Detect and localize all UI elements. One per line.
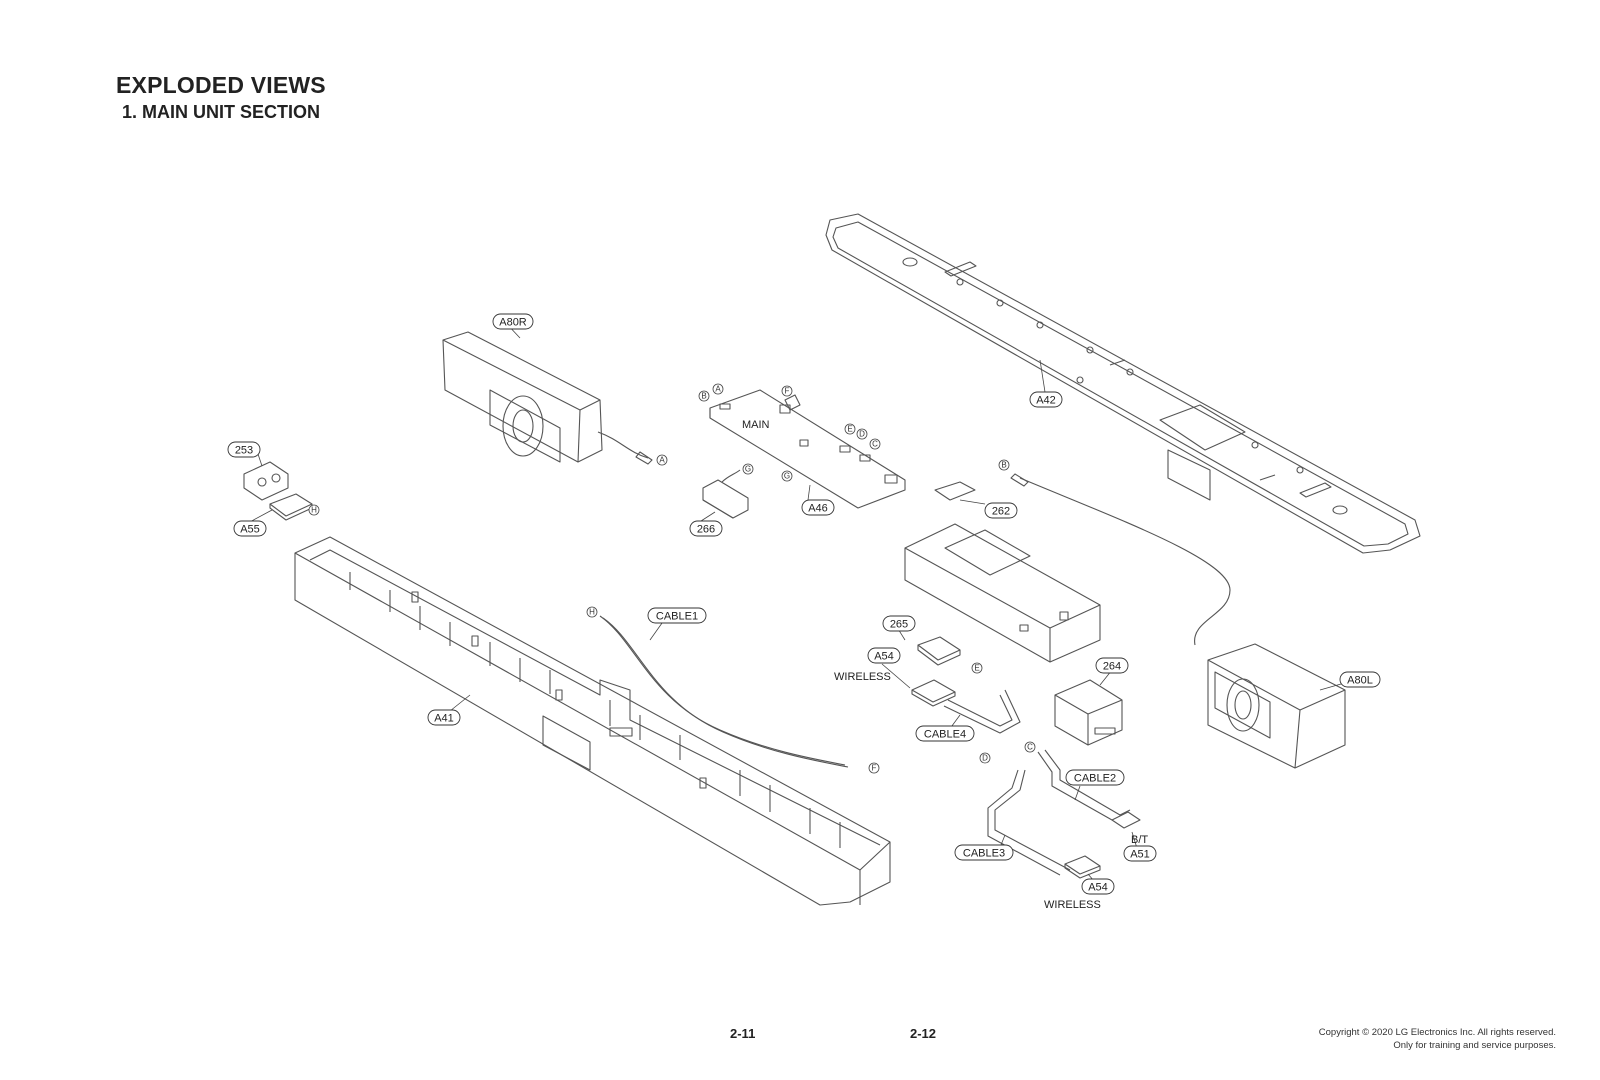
main-board-part	[709, 389, 906, 509]
page-number-right: 2-12	[910, 1026, 937, 1041]
svg-text:A51: A51	[1130, 849, 1150, 861]
connector-marker-g: G	[781, 470, 793, 482]
bt-label: B/T	[1131, 834, 1148, 846]
speaker-left-cable	[1010, 473, 1231, 646]
svg-text:CABLE4: CABLE4	[924, 729, 966, 741]
svg-text:CABLE3: CABLE3	[963, 848, 1005, 860]
part-tag-a41: A41	[427, 709, 461, 726]
wireless-label-lower: WIRELESS	[1044, 899, 1101, 911]
part-tag-a80r: A80R	[492, 313, 534, 330]
part-tag-a54-upper: A54	[867, 647, 901, 664]
svg-text:253: 253	[235, 445, 253, 457]
part-tag-a80l: A80L	[1339, 671, 1381, 688]
svg-text:A42: A42	[1036, 395, 1056, 407]
connector-marker-c: C	[1024, 741, 1036, 753]
board-a55	[269, 493, 313, 521]
svg-text:A41: A41	[434, 713, 454, 725]
bt-module-a51	[1111, 811, 1141, 829]
svg-text:G: G	[745, 465, 751, 474]
copyright-notice: Copyright © 2020 LG Electronics Inc. All…	[1319, 1026, 1556, 1052]
cable1-part	[599, 615, 849, 768]
connector-marker-g: G	[742, 463, 754, 475]
connector-marker-f: F	[868, 762, 880, 774]
connector-marker-a: A	[656, 454, 668, 466]
cable4-part	[943, 689, 1021, 734]
wireless-module-lower	[1064, 855, 1101, 879]
svg-text:265: 265	[890, 619, 908, 631]
section-subtitle: 1. MAIN UNIT SECTION	[122, 102, 321, 122]
svg-text:CABLE1: CABLE1	[656, 611, 698, 623]
svg-text:F: F	[785, 387, 790, 396]
svg-text:A55: A55	[240, 524, 260, 536]
svg-text:E: E	[847, 425, 852, 434]
wireless-label-upper: WIRELESS	[834, 671, 891, 683]
svg-text:A: A	[715, 385, 721, 394]
svg-text:C: C	[1027, 743, 1033, 752]
svg-text:A54: A54	[874, 651, 894, 663]
part-tag-a46: A46	[801, 499, 835, 516]
bracket-262	[904, 481, 1101, 663]
connector-marker-b: B	[698, 390, 710, 402]
connector-marker-a: A	[712, 383, 724, 395]
svg-text:262: 262	[992, 506, 1010, 518]
connector-marker-h: H	[308, 504, 320, 516]
part-tag-264: 264	[1095, 657, 1129, 674]
part-tag-cable2: CABLE2	[1065, 769, 1125, 786]
connector-marker-e: E	[971, 662, 983, 674]
cable2-part	[1037, 749, 1131, 821]
part-tag-a54-lower: A54	[1081, 878, 1115, 895]
part-253	[243, 461, 289, 501]
part-tag-a55: A55	[233, 520, 267, 537]
svg-text:C: C	[872, 440, 878, 449]
wireless-module-upper	[911, 679, 956, 707]
svg-text:A80L: A80L	[1347, 675, 1373, 687]
part-265	[917, 636, 961, 666]
connector-marker-h: H	[586, 606, 598, 618]
connector-marker-c: C	[869, 438, 881, 450]
usage-notice-line: Only for training and service purposes.	[1393, 1040, 1556, 1051]
connector-marker-e: E	[844, 423, 856, 435]
part-tag-a42: A42	[1029, 391, 1063, 408]
svg-text:A54: A54	[1088, 882, 1108, 894]
part-264	[1054, 679, 1123, 746]
svg-text:A: A	[659, 456, 665, 465]
left-speaker-part	[1207, 643, 1346, 769]
page-title: EXPLODED VIEWS	[116, 72, 326, 98]
part-266	[702, 469, 749, 519]
svg-text:264: 264	[1103, 661, 1121, 673]
svg-text:E: E	[974, 664, 979, 673]
part-tag-262: 262	[984, 502, 1018, 519]
svg-text:G: G	[784, 472, 790, 481]
part-tag-265: 265	[882, 615, 916, 632]
top-cabinet-part	[294, 536, 891, 906]
connector-marker-f: F	[781, 385, 793, 397]
right-speaker-part	[442, 331, 653, 465]
svg-text:B: B	[1001, 461, 1006, 470]
main-board-label: MAIN	[742, 419, 770, 431]
part-tag-266: 266	[689, 520, 723, 537]
copyright-line: Copyright © 2020 LG Electronics Inc. All…	[1318, 1027, 1556, 1038]
svg-text:F: F	[872, 764, 877, 773]
connector-marker-d: D	[979, 752, 991, 764]
svg-text:H: H	[311, 506, 317, 515]
svg-text:D: D	[859, 430, 865, 439]
svg-text:H: H	[589, 608, 595, 617]
part-tag-cable4: CABLE4	[915, 725, 975, 742]
svg-text:266: 266	[697, 524, 715, 536]
connector-marker-b: B	[998, 459, 1010, 471]
svg-text:D: D	[982, 754, 988, 763]
svg-text:CABLE2: CABLE2	[1074, 773, 1116, 785]
part-tag-cable3: CABLE3	[954, 844, 1014, 861]
connector-marker-d: D	[856, 428, 868, 440]
part-tag-cable1: CABLE1	[647, 607, 707, 624]
part-tag-253: 253	[227, 441, 261, 458]
svg-text:B: B	[701, 392, 706, 401]
svg-text:A80R: A80R	[499, 317, 527, 329]
svg-text:A46: A46	[808, 503, 828, 515]
page-number-left: 2-11	[730, 1026, 756, 1041]
part-tag-a51: A51	[1123, 845, 1157, 862]
bottom-plate-part	[825, 213, 1421, 554]
